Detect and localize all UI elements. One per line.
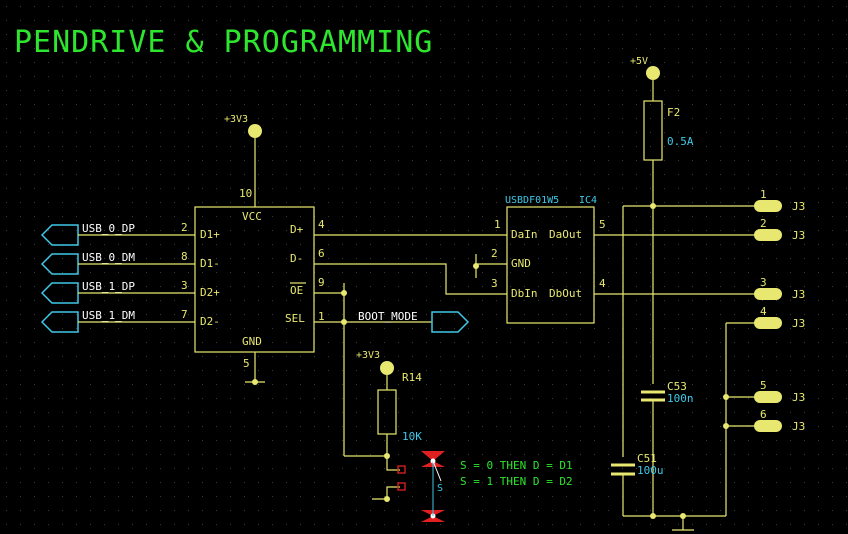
u10-ref: 10 xyxy=(239,187,252,200)
svg-text:9: 9 xyxy=(318,276,325,289)
ic4-ref: IC4 xyxy=(579,195,597,206)
capacitor-c53[interactable]: C53 100n xyxy=(641,380,694,405)
u10-vcc-label: VCC xyxy=(242,210,262,223)
sheet-title: PENDRIVE & PROGRAMMING xyxy=(14,25,433,60)
svg-text:DaOut: DaOut xyxy=(549,228,582,241)
svg-text:2: 2 xyxy=(491,247,498,260)
jumper-label: S xyxy=(437,483,443,494)
svg-text:100u: 100u xyxy=(637,464,664,477)
svg-text:GND: GND xyxy=(511,257,531,270)
j3-pin-4 xyxy=(754,317,782,329)
svg-text:4: 4 xyxy=(760,305,767,318)
u10-pin-d1m: D1- xyxy=(200,257,220,270)
svg-text:J3: J3 xyxy=(792,200,805,213)
ic4-usbdf01w5[interactable]: USBDF01W5 IC4 DaIn DaOut GND DbIn DbOut … xyxy=(491,195,606,324)
svg-text:F2: F2 xyxy=(667,106,680,119)
svg-text:10K: 10K xyxy=(402,430,422,443)
svg-text:0.5A: 0.5A xyxy=(667,135,694,148)
svg-text:100n: 100n xyxy=(667,392,694,405)
u10-gnd-label: GND xyxy=(242,335,262,348)
j3-pin-2 xyxy=(754,229,782,241)
svg-text:C53: C53 xyxy=(667,380,687,393)
usb-net-labels: USB_0_DP USB_0_DM USB_1_DP USB_1_DM xyxy=(40,222,195,333)
power-5v-symbol xyxy=(646,66,660,80)
power-3v3-a: +3V3 xyxy=(224,114,248,125)
svg-text:3: 3 xyxy=(760,276,767,289)
note-s0: S = 0 THEN D = D1 xyxy=(460,459,573,472)
svg-text:J3: J3 xyxy=(792,229,805,242)
svg-text:C51: C51 xyxy=(637,452,657,465)
svg-text:4: 4 xyxy=(318,218,325,231)
u10-pin-dp: D+ xyxy=(290,223,304,236)
svg-text:1: 1 xyxy=(760,188,767,201)
svg-text:DbIn: DbIn xyxy=(511,287,538,300)
u10-pin-d1p: D1+ xyxy=(200,228,220,241)
svg-text:3: 3 xyxy=(181,279,188,292)
svg-text:1: 1 xyxy=(318,310,325,323)
u10-pin-sel: SEL xyxy=(285,312,305,325)
net-usb1-dp: USB_1_DP xyxy=(82,280,135,293)
svg-text:DaIn: DaIn xyxy=(511,228,538,241)
svg-text:8: 8 xyxy=(181,250,188,263)
svg-text:2: 2 xyxy=(760,217,767,230)
svg-text:1: 1 xyxy=(494,218,501,231)
j3-pin-6 xyxy=(754,420,782,432)
svg-text:J3: J3 xyxy=(792,317,805,330)
svg-text:J3: J3 xyxy=(792,391,805,404)
boot-mode-label: BOOT_MODE xyxy=(358,310,470,333)
j3-pin-1 xyxy=(754,200,782,212)
svg-text:R14: R14 xyxy=(402,371,422,384)
u10-pin-oe: OE xyxy=(290,284,303,297)
power-3v3-b: +3V3 xyxy=(356,350,380,361)
u10-gnd-pin-num: 5 xyxy=(243,357,250,370)
u10-pin-d2p: D2+ xyxy=(200,286,220,299)
j3-pin-5 xyxy=(754,391,782,403)
svg-text:3: 3 xyxy=(491,277,498,290)
svg-text:J3: J3 xyxy=(792,420,805,433)
svg-text:6: 6 xyxy=(318,247,325,260)
svg-text:BOOT_MODE: BOOT_MODE xyxy=(358,310,418,323)
svg-text:7: 7 xyxy=(181,308,188,321)
net-usb1-dm: USB_1_DM xyxy=(82,309,135,322)
j3-pin-3 xyxy=(754,288,782,300)
svg-text:5: 5 xyxy=(599,218,606,231)
ic4-part: USBDF01W5 xyxy=(505,195,559,206)
net-usb0-dm: USB_0_DM xyxy=(82,251,135,264)
u10-pin-dm: D- xyxy=(290,252,303,265)
net-usb0-dp: USB_0_DP xyxy=(82,222,135,235)
svg-text:DbOut: DbOut xyxy=(549,287,582,300)
svg-text:J3: J3 xyxy=(792,288,805,301)
svg-text:4: 4 xyxy=(599,277,606,290)
u10-pin-d2m: D2- xyxy=(200,315,220,328)
jumper-s[interactable]: S xyxy=(397,451,445,522)
power-3v3-b-symbol xyxy=(380,361,394,375)
capacitor-c51[interactable]: C51 100u xyxy=(611,452,664,477)
u10-switch[interactable]: 10 VCC GND D1+ D1- D2+ D2- D+ D- OE SEL … xyxy=(181,187,325,370)
svg-text:5: 5 xyxy=(760,379,767,392)
power-5v: +5V xyxy=(630,56,648,67)
note-s1: S = 1 THEN D = D2 xyxy=(460,475,573,488)
power-3v3-a-symbol xyxy=(248,124,262,138)
svg-text:2: 2 xyxy=(181,221,188,234)
connector-j3[interactable]: 1 2 3 4 5 6 J3 J3 J3 J3 J3 J3 xyxy=(754,188,805,433)
svg-text:6: 6 xyxy=(760,408,767,421)
